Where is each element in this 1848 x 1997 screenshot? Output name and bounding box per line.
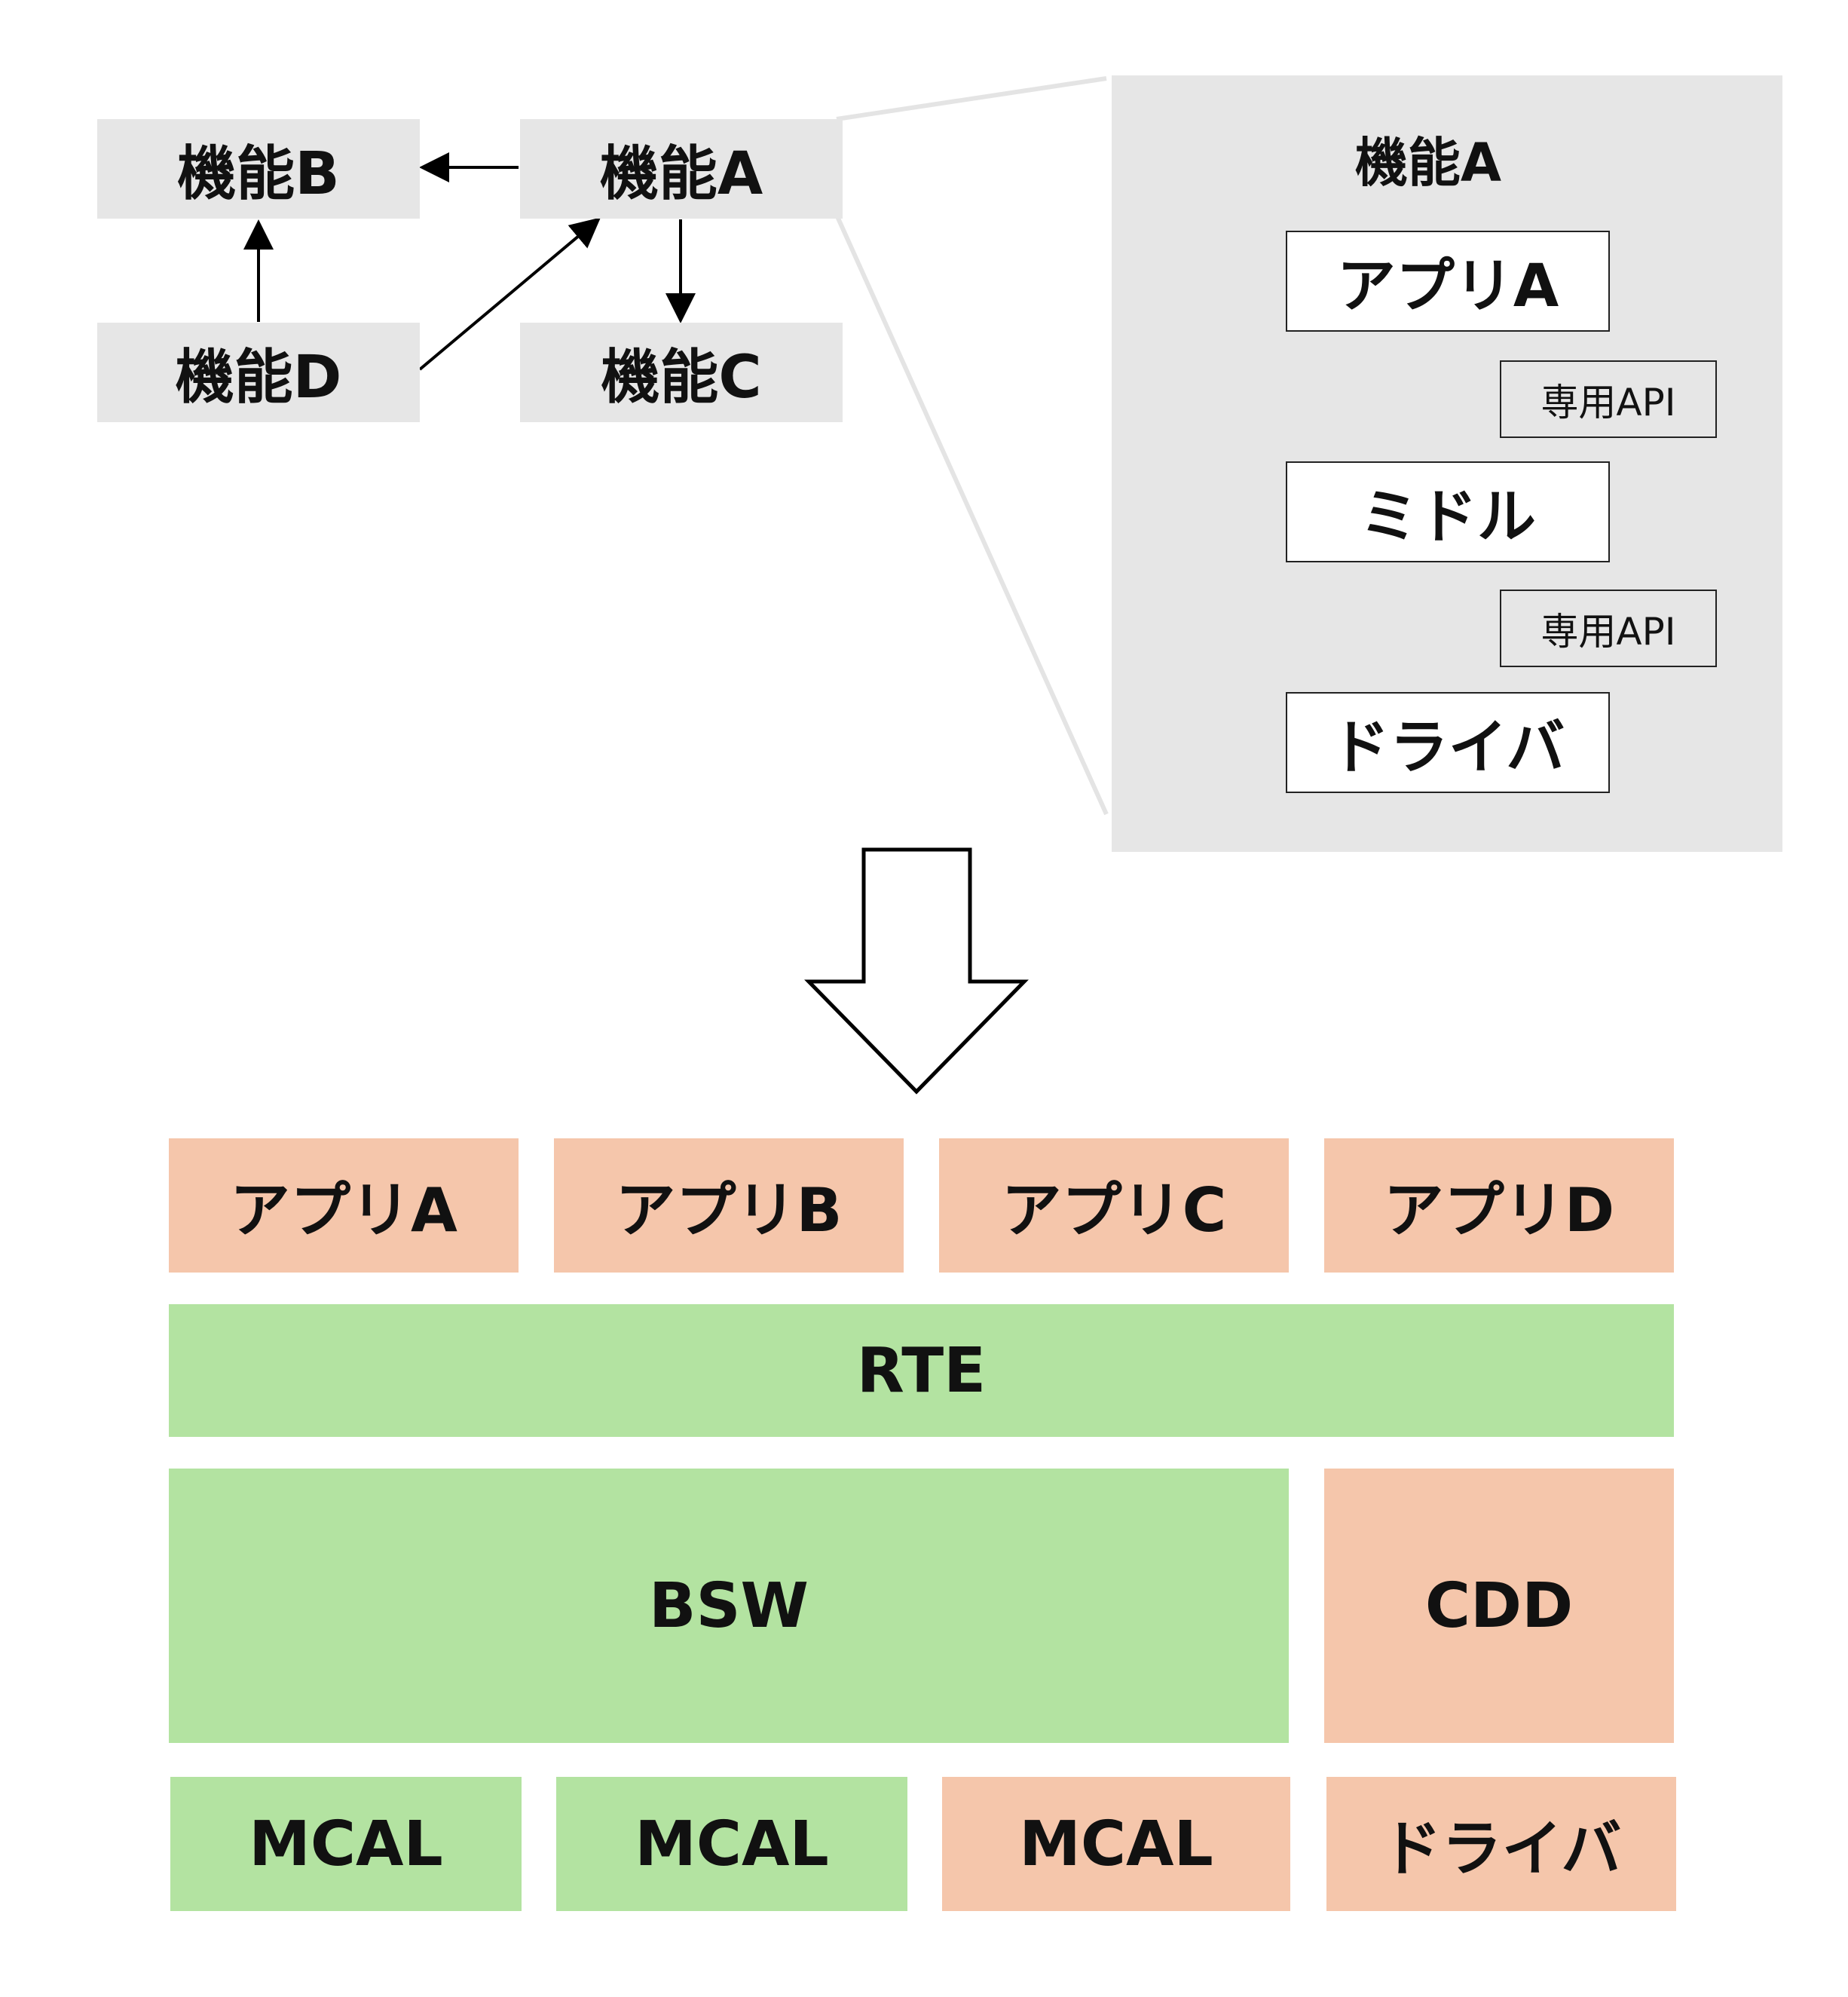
down-arrow-icon xyxy=(804,847,1029,1095)
detail-app-label: アプリA xyxy=(1336,253,1559,320)
detail-api-2: 専用API xyxy=(1500,590,1717,667)
zoom-line-top xyxy=(836,76,1107,121)
detail-driver-label: ドライバ xyxy=(1330,714,1565,782)
function-a-label: 機能A xyxy=(599,140,763,208)
function-c-box: 機能C xyxy=(520,323,843,422)
stack-app-b: アプリB xyxy=(554,1138,904,1273)
detail-middle-box: ミドル xyxy=(1286,461,1610,562)
stack-driver: ドライバ xyxy=(1326,1777,1676,1911)
detail-middle-label: ミドル xyxy=(1359,483,1536,551)
function-d-label: 機能D xyxy=(175,344,342,412)
stack-app-a: アプリA xyxy=(169,1138,519,1273)
stack-app-c: アプリC xyxy=(939,1138,1289,1273)
stack-mcal-3: MCAL xyxy=(942,1777,1290,1911)
detail-title: 機能A xyxy=(1354,131,1502,194)
function-b-label: 機能B xyxy=(177,140,340,208)
detail-api-1: 専用API xyxy=(1500,360,1717,438)
zoom-line-bottom xyxy=(834,213,1109,816)
stack-cdd: CDD xyxy=(1324,1469,1674,1743)
stack-rte: RTE xyxy=(169,1304,1674,1437)
function-c-label: 機能C xyxy=(601,344,762,412)
detail-api-1-label: 専用API xyxy=(1541,380,1676,424)
arrow-d-to-a xyxy=(418,217,601,371)
stack-mcal-2: MCAL xyxy=(556,1777,907,1911)
detail-driver-box: ドライバ xyxy=(1286,692,1610,793)
function-a-box: 機能A xyxy=(520,119,843,219)
function-b-box: 機能B xyxy=(97,119,420,219)
stack-bsw: BSW xyxy=(169,1469,1289,1743)
detail-api-2-label: 専用API xyxy=(1541,609,1676,654)
stack-app-d: アプリD xyxy=(1324,1138,1674,1273)
function-d-box: 機能D xyxy=(97,323,420,422)
detail-app-box: アプリA xyxy=(1286,231,1610,332)
stack-mcal-1: MCAL xyxy=(170,1777,522,1911)
